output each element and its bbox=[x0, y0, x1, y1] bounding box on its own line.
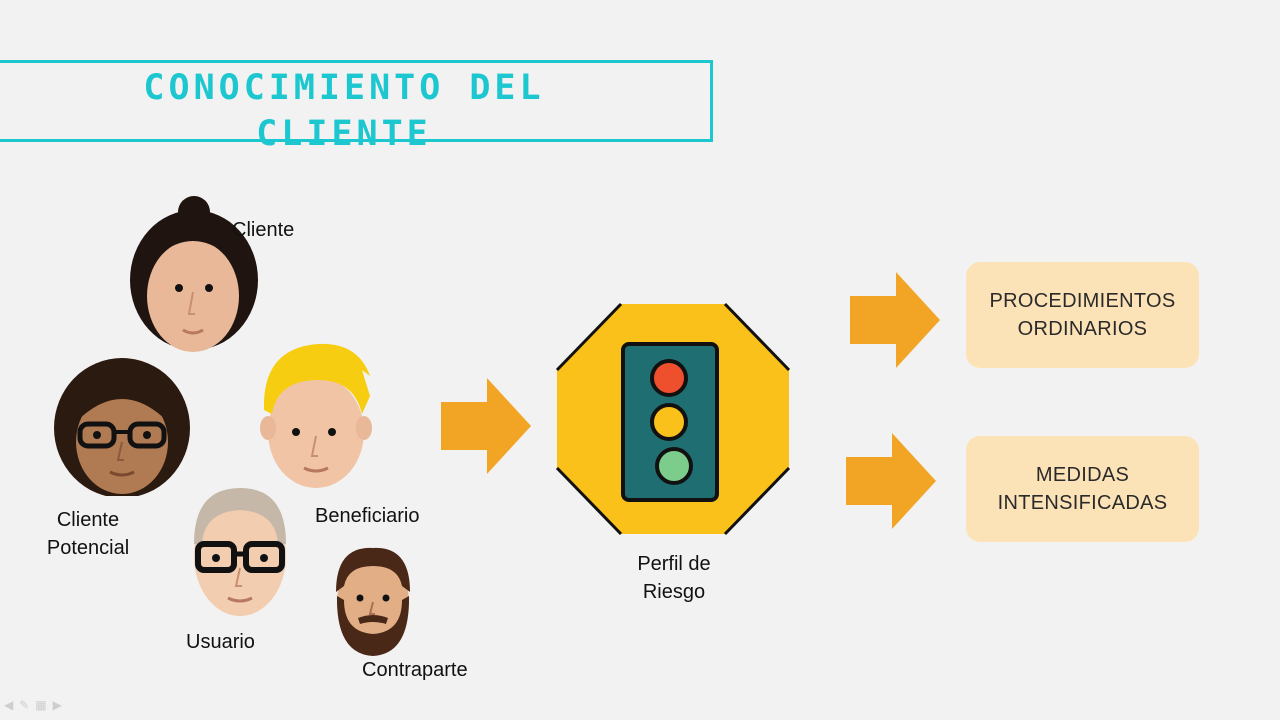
cliente-potencial-face-icon bbox=[54, 358, 190, 496]
slides-icon[interactable]: ▦ bbox=[35, 698, 47, 712]
arrow-right-icon bbox=[441, 378, 531, 474]
traffic-light-icon bbox=[555, 302, 791, 536]
arrow-right-icon bbox=[850, 272, 940, 368]
perfil-riesgo-label: Perfil de Riesgo bbox=[637, 553, 711, 603]
cliente-label: Cliente bbox=[232, 219, 295, 241]
beneficiario-face-icon bbox=[260, 343, 372, 488]
arrow-right-icon[interactable]: ▶ bbox=[52, 698, 62, 712]
medidas-intensificadas-box: MEDIDAS INTENSIFICADAS bbox=[966, 436, 1199, 542]
arrow-right-icon bbox=[846, 433, 936, 529]
pen-icon[interactable]: ✎ bbox=[19, 698, 30, 712]
cliente-potencial-label: Cliente Potencial bbox=[46, 509, 130, 559]
cliente-face-icon bbox=[130, 196, 258, 352]
slide-nav: ◀ ✎ ▦ ▶ bbox=[4, 698, 62, 712]
contraparte-face-icon bbox=[336, 547, 410, 656]
procedimientos-ordinarios-box: PROCEDIMIENTOS ORDINARIOS bbox=[966, 262, 1199, 368]
title-box: CONOCIMIENTO DEL CLIENTE bbox=[0, 60, 713, 154]
slide-title: CONOCIMIENTO DEL CLIENTE bbox=[143, 68, 545, 154]
arrow-left-icon[interactable]: ◀ bbox=[4, 698, 14, 712]
usuario-label: Usuario bbox=[186, 631, 255, 653]
contraparte-label: Contraparte bbox=[362, 659, 468, 681]
beneficiario-label: Beneficiario bbox=[315, 505, 420, 527]
usuario-face-icon bbox=[194, 488, 286, 616]
